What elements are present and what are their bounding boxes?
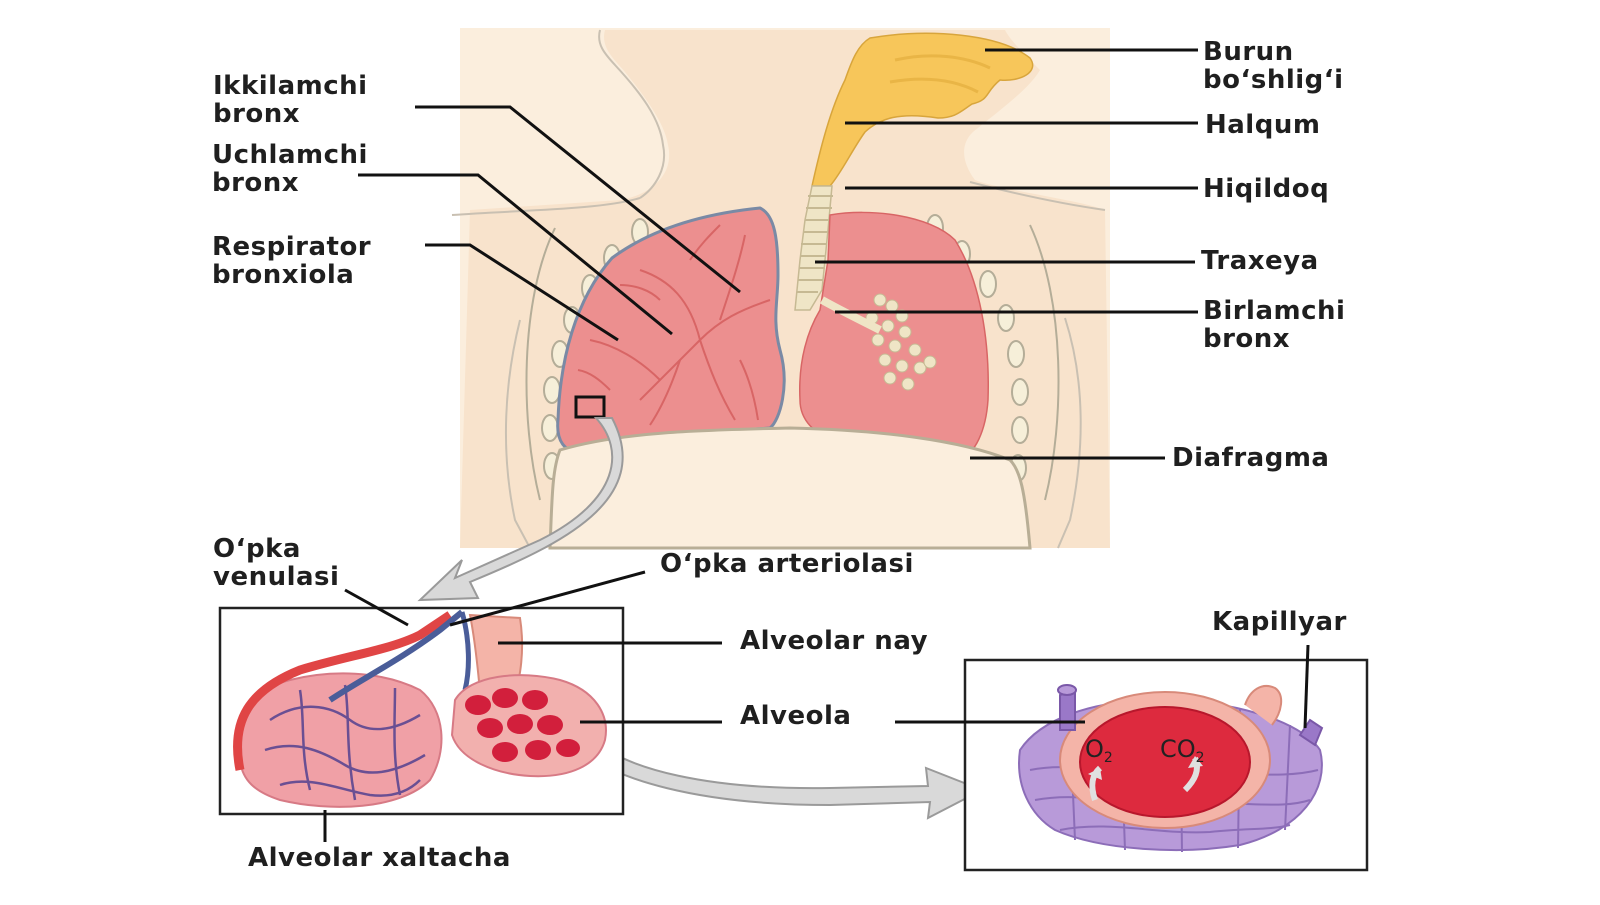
label-line-1: O‘pka	[213, 534, 301, 564]
leader-respirator	[425, 243, 619, 342]
nasal-cavity-shape	[811, 32, 1034, 187]
label-hiqildoq: Hiqildoq	[1203, 174, 1330, 204]
arm-outline-left	[504, 319, 531, 549]
label-line-2: venulasi	[213, 562, 340, 592]
label-diafragma: Diafragma	[1172, 443, 1330, 473]
label-birlamchi-bronx: Birlamchi bronx	[1203, 297, 1345, 353]
left-lung	[556, 206, 786, 452]
alveolar-sac-illustration	[233, 609, 607, 808]
label-o2: O2	[1085, 735, 1113, 766]
zoom-arrow-2	[573, 736, 985, 820]
label-opka-arteriolasi: O‘pka arteriolasi	[660, 549, 914, 579]
neck-outline-left	[598, 29, 666, 199]
shoulder-outline-left	[451, 197, 641, 216]
label-line-1: Respirator	[212, 232, 372, 262]
o2-symbol: O	[1085, 735, 1104, 763]
trachea-rings	[797, 195, 833, 293]
pulmonary-venule	[328, 609, 464, 703]
capillary-net-left	[264, 684, 426, 801]
right-lung	[799, 211, 989, 459]
co2-symbol: CO	[1160, 735, 1196, 763]
label-traxeya: Traxeya	[1201, 246, 1319, 276]
co2-subscript: 2	[1195, 750, 1205, 766]
leader-lines	[323, 48, 1310, 842]
trachea	[794, 185, 833, 311]
label-line-1: Ikkilamchi	[213, 71, 368, 101]
label-alveola: Alveola	[740, 701, 852, 731]
arm-outline-right	[1057, 317, 1082, 549]
upper-airway	[811, 32, 1034, 187]
o2-subscript: 2	[1103, 750, 1113, 766]
zoom-arrow-1	[417, 417, 624, 602]
label-line-1: Uchlamchi	[212, 140, 368, 170]
leader-ikkilamchi	[415, 105, 741, 294]
label-line-2: bronxiola	[212, 260, 355, 290]
label-respirator-bronxiola: Respirator bronxiola	[212, 233, 371, 289]
label-line-2: bo‘shlig‘i	[1203, 65, 1344, 95]
magnify-box	[574, 395, 606, 419]
leader-venulasi	[344, 588, 409, 627]
label-kapillyar: Kapillyar	[1212, 607, 1347, 637]
left-lung-shape	[556, 206, 786, 452]
label-alveolar-xaltacha: Alveolar xaltacha	[248, 843, 511, 873]
label-line-2: bronx	[213, 99, 301, 129]
label-line-2: bronx	[212, 168, 300, 198]
leader-uchlamchi	[358, 173, 673, 336]
label-alveolar-nay: Alveolar nay	[740, 626, 929, 656]
alveolus-lumen	[1079, 706, 1251, 818]
bronchi-cluster	[865, 293, 937, 391]
label-uchlamchi-bronx: Uchlamchi bronx	[212, 141, 368, 197]
label-line-1: Birlamchi	[1203, 296, 1346, 326]
leader-kapillyar	[1303, 644, 1310, 729]
label-co2: CO2	[1160, 735, 1205, 766]
leader-arteriolasi	[449, 570, 646, 627]
shoulder-outline-right	[969, 181, 1106, 211]
label-burun-boshligi: Burun bo‘shlig‘i	[1203, 38, 1344, 94]
alveoli-cut	[465, 688, 580, 762]
label-line-2: bronx	[1203, 324, 1291, 354]
bronchial-tree-left	[577, 224, 771, 426]
capillary-alveolus-illustration	[1018, 684, 1324, 853]
pulmonary-arteriole	[233, 611, 453, 771]
label-halqum: Halqum	[1205, 110, 1321, 140]
label-opka-venulasi: O‘pka venulasi	[213, 535, 339, 591]
label-line-1: Burun	[1203, 37, 1294, 67]
label-ikkilamchi-bronx: Ikkilamchi bronx	[213, 72, 368, 128]
right-lung-shape	[799, 211, 989, 459]
